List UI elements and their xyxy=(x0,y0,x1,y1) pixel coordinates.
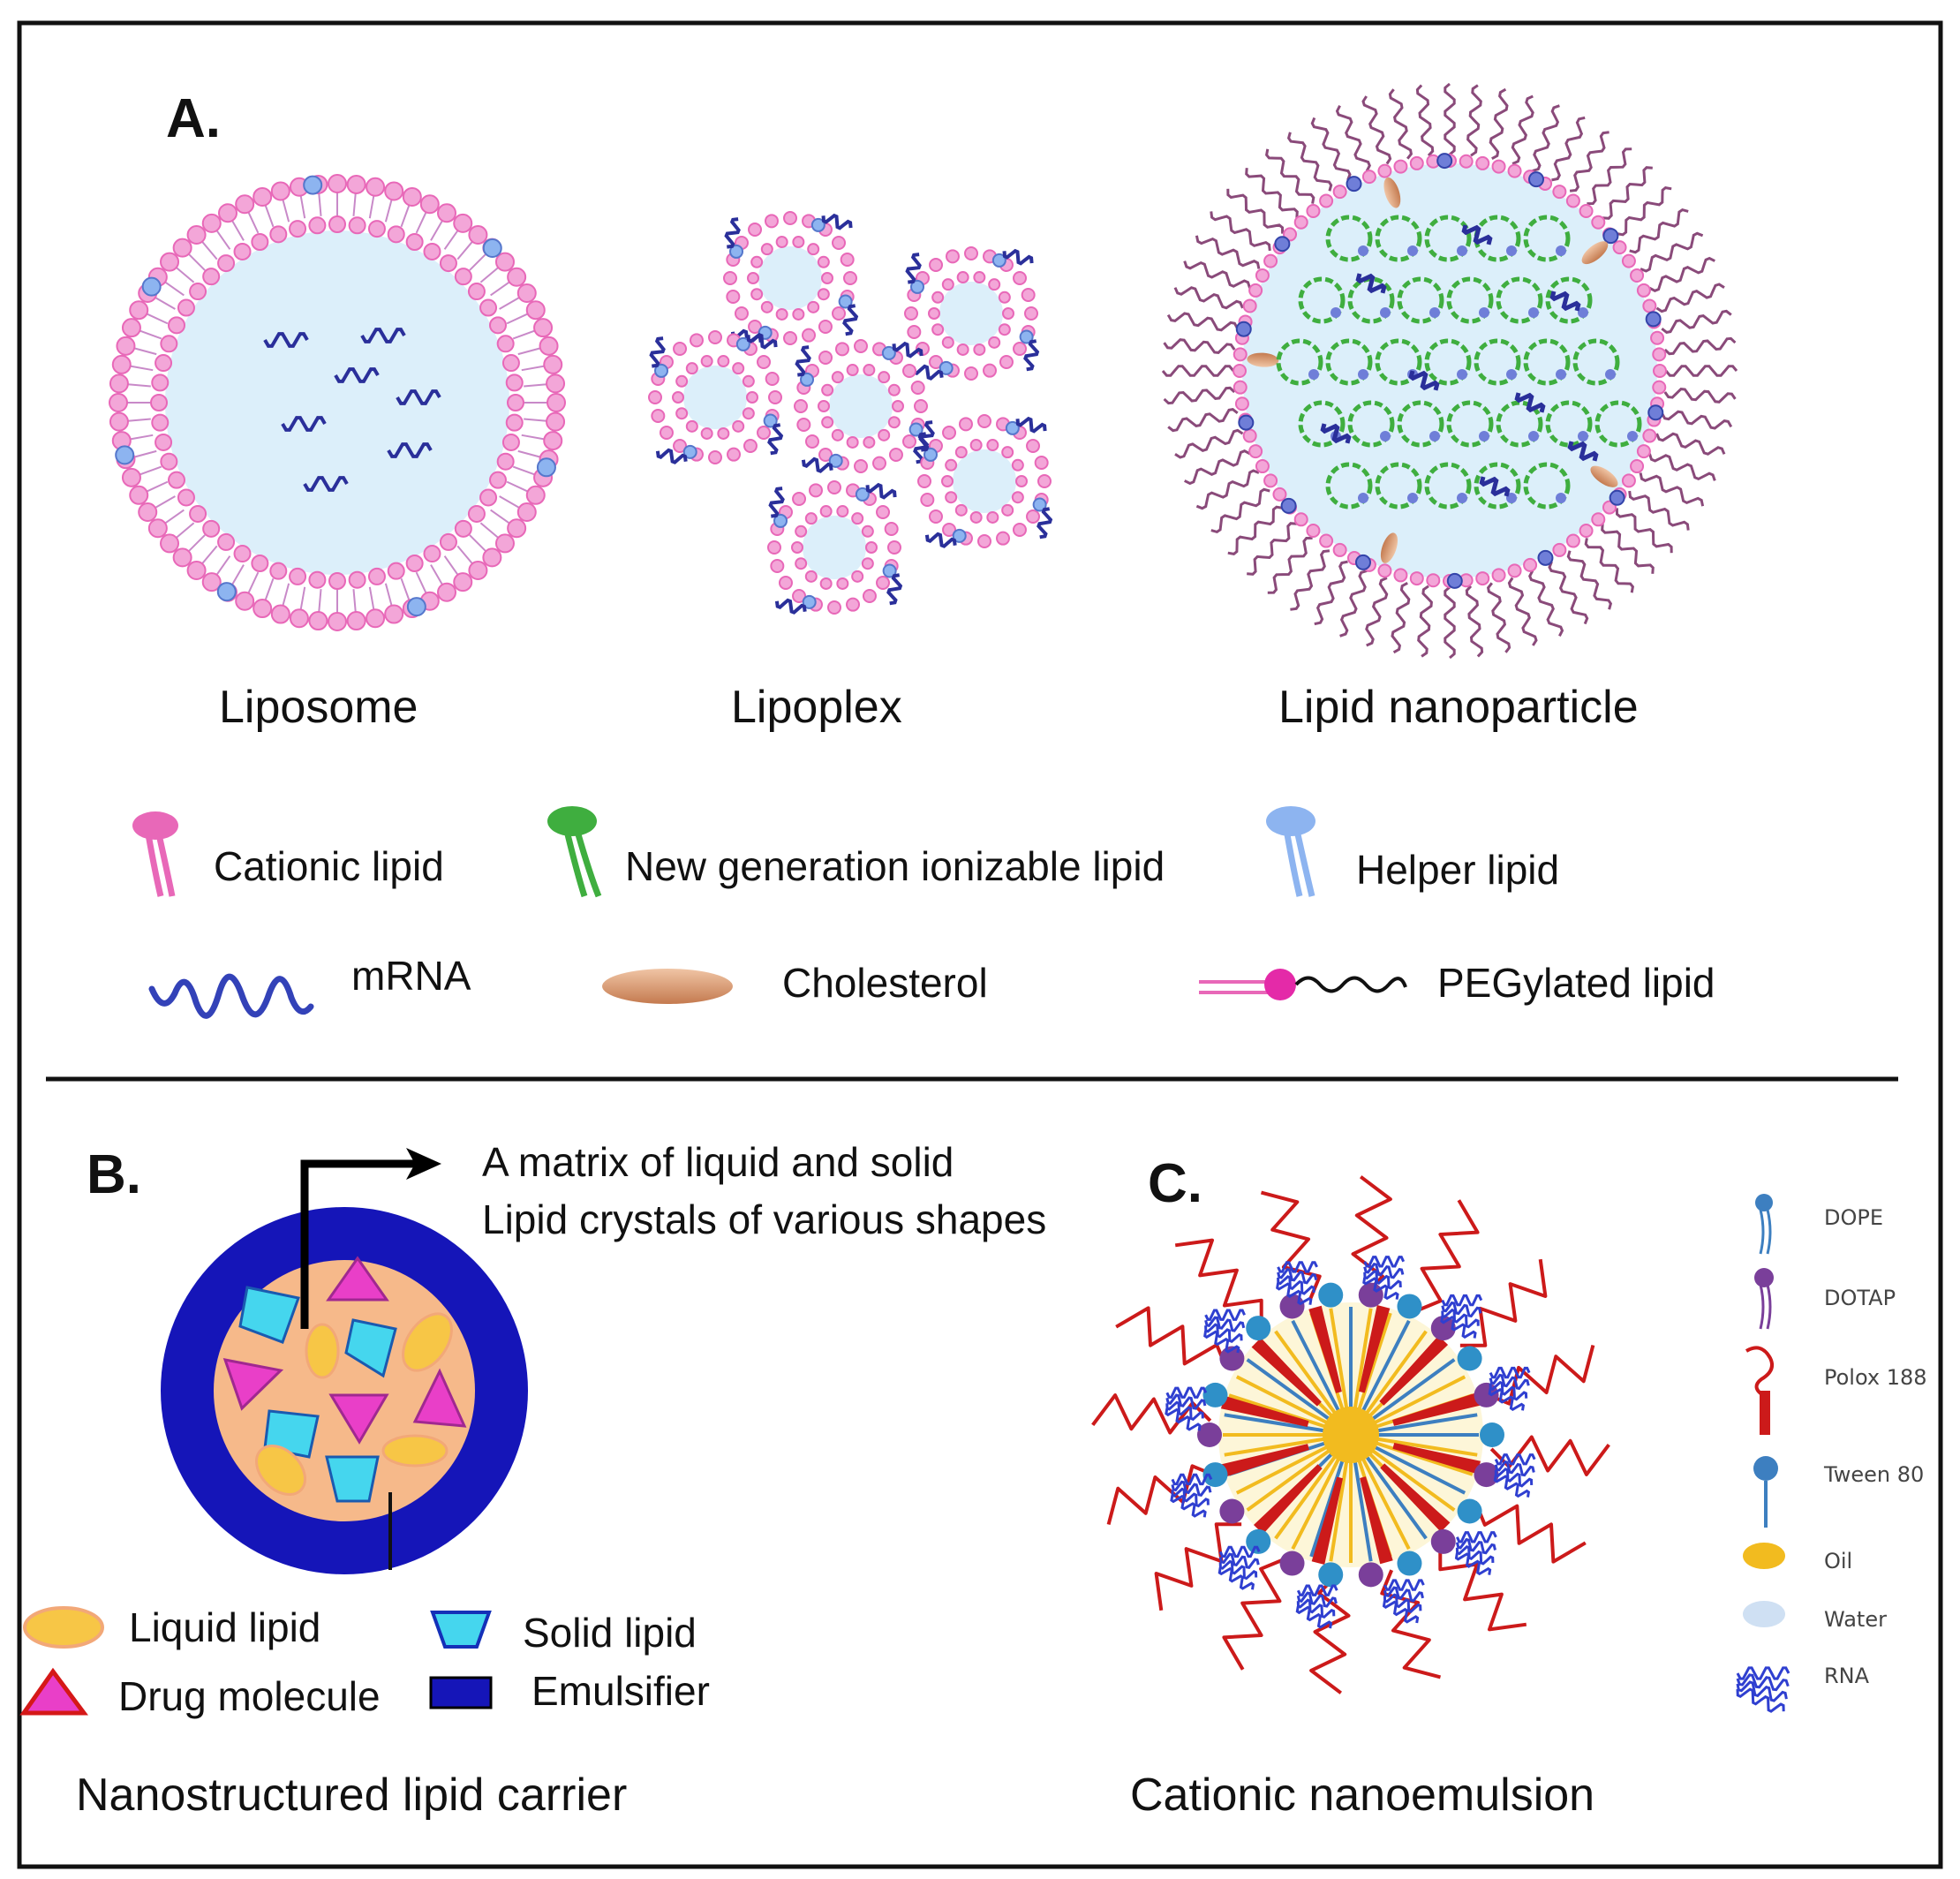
mrna-icon xyxy=(148,973,314,1019)
ionizable-lipid-icon xyxy=(547,806,602,898)
emulsifier-label: Emulsifier xyxy=(531,1668,710,1714)
matrix-annotation-line2: Lipid crystals of various shapes xyxy=(482,1196,1047,1242)
lipid-nanoparticle-caption: Lipid nanoparticle xyxy=(1278,682,1639,733)
cationic-nanoemulsion-diagram xyxy=(1091,1175,1610,1694)
lipid-nanoparticle-diagram xyxy=(1161,82,1738,660)
dope-icon xyxy=(1755,1194,1773,1255)
liquid-lipid-label: Liquid lipid xyxy=(129,1604,321,1650)
drug-molecule-label: Drug molecule xyxy=(118,1673,381,1719)
cationic-lipid-label: Cationic lipid xyxy=(214,843,444,889)
liposome-caption: Liposome xyxy=(219,682,418,733)
matrix-annotation-line1: A matrix of liquid and solid xyxy=(482,1139,954,1185)
tween-80-icon xyxy=(1753,1456,1778,1528)
panel-b-label: B. xyxy=(87,1144,141,1205)
nanoemulsion-caption: Cationic nanoemulsion xyxy=(1130,1770,1595,1821)
lipoplex-diagram xyxy=(648,211,1053,615)
water-label: Water xyxy=(1824,1607,1887,1632)
liposome-diagram xyxy=(109,174,566,631)
oil-icon xyxy=(1743,1543,1785,1569)
cholesterol-label: Cholesterol xyxy=(782,960,988,1006)
nlc-caption: Nanostructured lipid carrier xyxy=(76,1770,628,1821)
panel-c-label: C. xyxy=(1148,1153,1202,1214)
rna-label: RNA xyxy=(1824,1664,1870,1688)
helper-lipid-icon xyxy=(1266,806,1315,897)
pegylated-lipid-icon xyxy=(1199,969,1407,1000)
cholesterol-icon xyxy=(602,969,733,1004)
ionizable-lipid-label: New generation ionizable lipid xyxy=(625,843,1165,889)
lipoplex-caption: Lipoplex xyxy=(731,682,902,733)
annotation-arrow xyxy=(300,1148,441,1329)
dotap-label: DOTAP xyxy=(1824,1286,1896,1310)
tween-80-label: Tween 80 xyxy=(1824,1462,1925,1487)
panel-a-label: A. xyxy=(166,88,221,149)
emulsifier-icon xyxy=(429,1676,493,1709)
oil-label: Oil xyxy=(1824,1549,1853,1573)
water-icon xyxy=(1743,1601,1785,1627)
nanostructured-lipid-carrier-diagram xyxy=(161,1207,528,1574)
mrna-label: mRNA xyxy=(351,953,471,999)
drug-molecule-icon xyxy=(19,1667,88,1716)
polox-188-icon xyxy=(1745,1346,1774,1435)
rna-icon xyxy=(1736,1666,1790,1713)
solid-lipid-label: Solid lipid xyxy=(523,1610,697,1656)
liquid-lipid-icon xyxy=(23,1606,104,1649)
figure-frame xyxy=(17,20,1943,1869)
pegylated-lipid-label: PEGylated lipid xyxy=(1437,960,1715,1006)
dotap-icon xyxy=(1754,1268,1774,1330)
dope-label: DOPE xyxy=(1824,1205,1884,1230)
cationic-lipid-icon xyxy=(132,811,178,897)
polox-188-label: Polox 188 xyxy=(1824,1365,1927,1390)
helper-lipid-label: Helper lipid xyxy=(1356,847,1560,893)
solid-lipid-icon xyxy=(430,1611,492,1649)
